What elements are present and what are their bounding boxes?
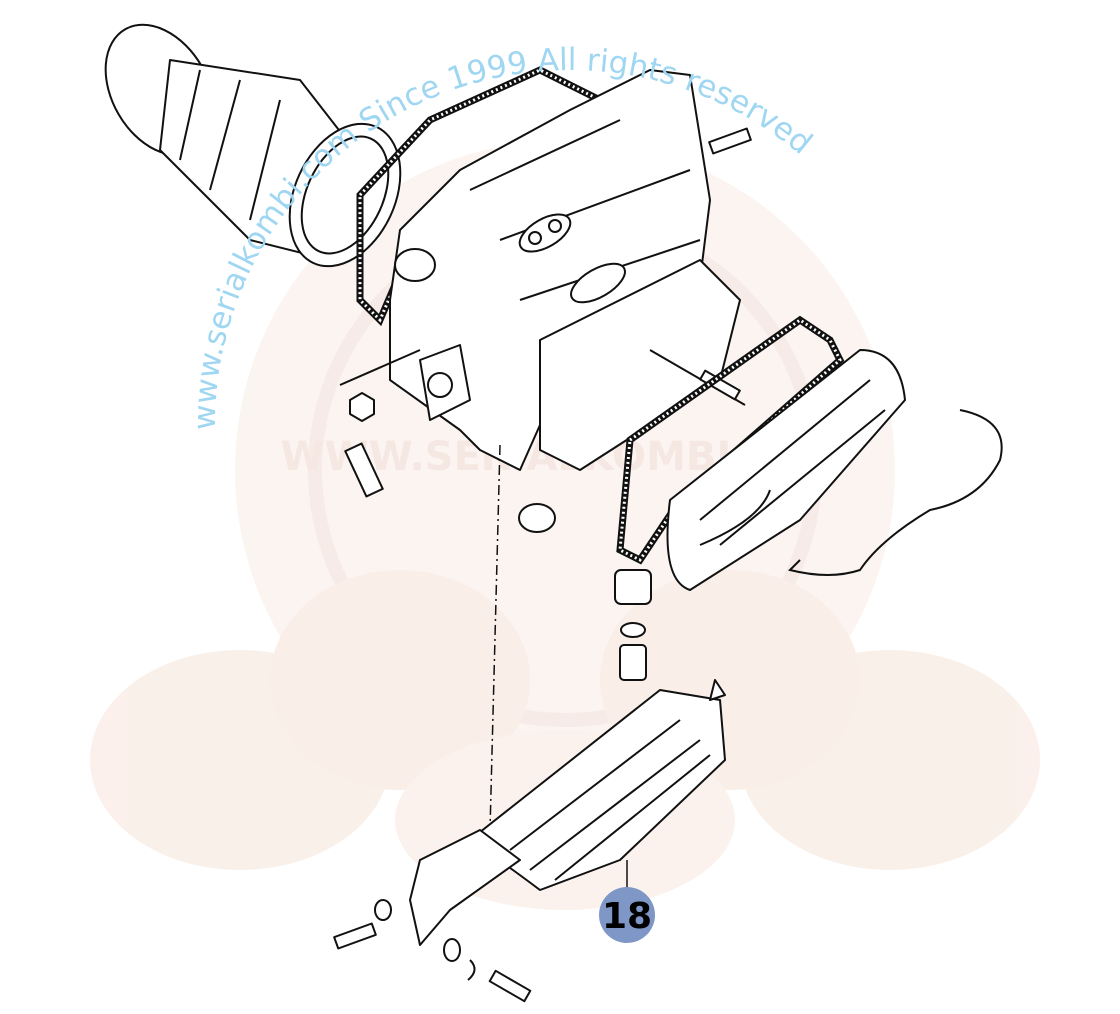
cylinder-head xyxy=(339,69,741,471)
spring-clip xyxy=(788,409,1003,576)
valve-cover xyxy=(666,349,906,591)
lower-heat-shield xyxy=(409,679,726,946)
assembly-line xyxy=(489,444,501,831)
bolts-washers xyxy=(333,899,532,1003)
callout-18[interactable]: 18 xyxy=(599,860,655,943)
callout-label: 18 xyxy=(602,896,652,937)
callout-badge xyxy=(599,887,655,943)
cylinder xyxy=(104,23,402,268)
cap-parts xyxy=(614,569,652,681)
hardware xyxy=(344,127,752,533)
